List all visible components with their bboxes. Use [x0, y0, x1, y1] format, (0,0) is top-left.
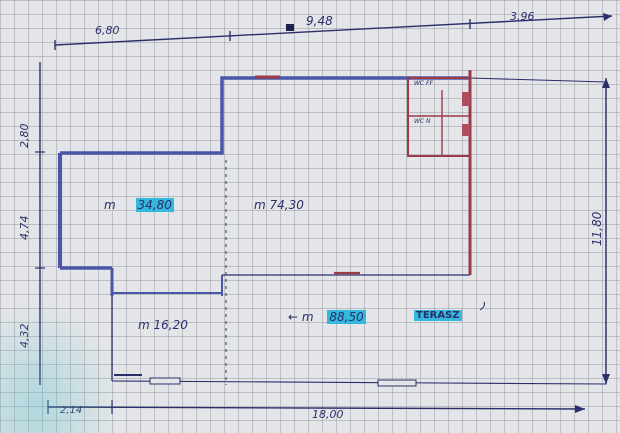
terrace-label-text: TERASZ [414, 310, 462, 321]
left-room-prefix: m [104, 198, 116, 212]
terrace-area-label: ← m 88,50 [288, 310, 366, 324]
left-room-label: m 34,80 [104, 198, 174, 212]
dim-right-height: 11,80 [590, 211, 604, 246]
wc-top-label: WC FF [414, 80, 433, 87]
lower-room-label: m 16,20 [138, 318, 188, 332]
terrace-outline [111, 77, 607, 385]
bottom-dim-arrow [575, 405, 585, 413]
wc-fixture-top [462, 92, 470, 106]
dim-left-lower: 4,32 [18, 323, 31, 349]
dim-left-upper: 2,80 [18, 123, 31, 149]
south-window-left [149, 377, 181, 385]
terrace-label: TERASZ [414, 310, 462, 321]
dim-bottom-left: 2,14 [60, 405, 83, 416]
dim-bottom-total: 18,00 [312, 408, 344, 421]
dim-top-right: 3,96 [510, 10, 535, 23]
dim-left-mid: 4,74 [18, 215, 31, 241]
wc-block [407, 77, 471, 157]
top-dim-arrow [603, 13, 612, 21]
left-room-area: 34,80 [135, 198, 174, 212]
wc-bottom-label: WC N [414, 118, 431, 125]
dim-top-mid: 9,48 [306, 14, 333, 28]
dim-top-left: 6,80 [95, 24, 120, 37]
terrace-area: 88,50 [327, 310, 366, 324]
top-dimension-line [54, 15, 613, 46]
terrace-mark [479, 301, 485, 311]
bottom-dimension-line [47, 406, 586, 410]
terrace-area-prefix: ← m [288, 310, 314, 324]
north-wall [60, 76, 470, 155]
top-dim-marker [286, 24, 294, 31]
wc-fixture-bottom [462, 124, 470, 136]
main-room-label: m 74,30 [254, 198, 304, 212]
south-window-right [377, 379, 417, 387]
